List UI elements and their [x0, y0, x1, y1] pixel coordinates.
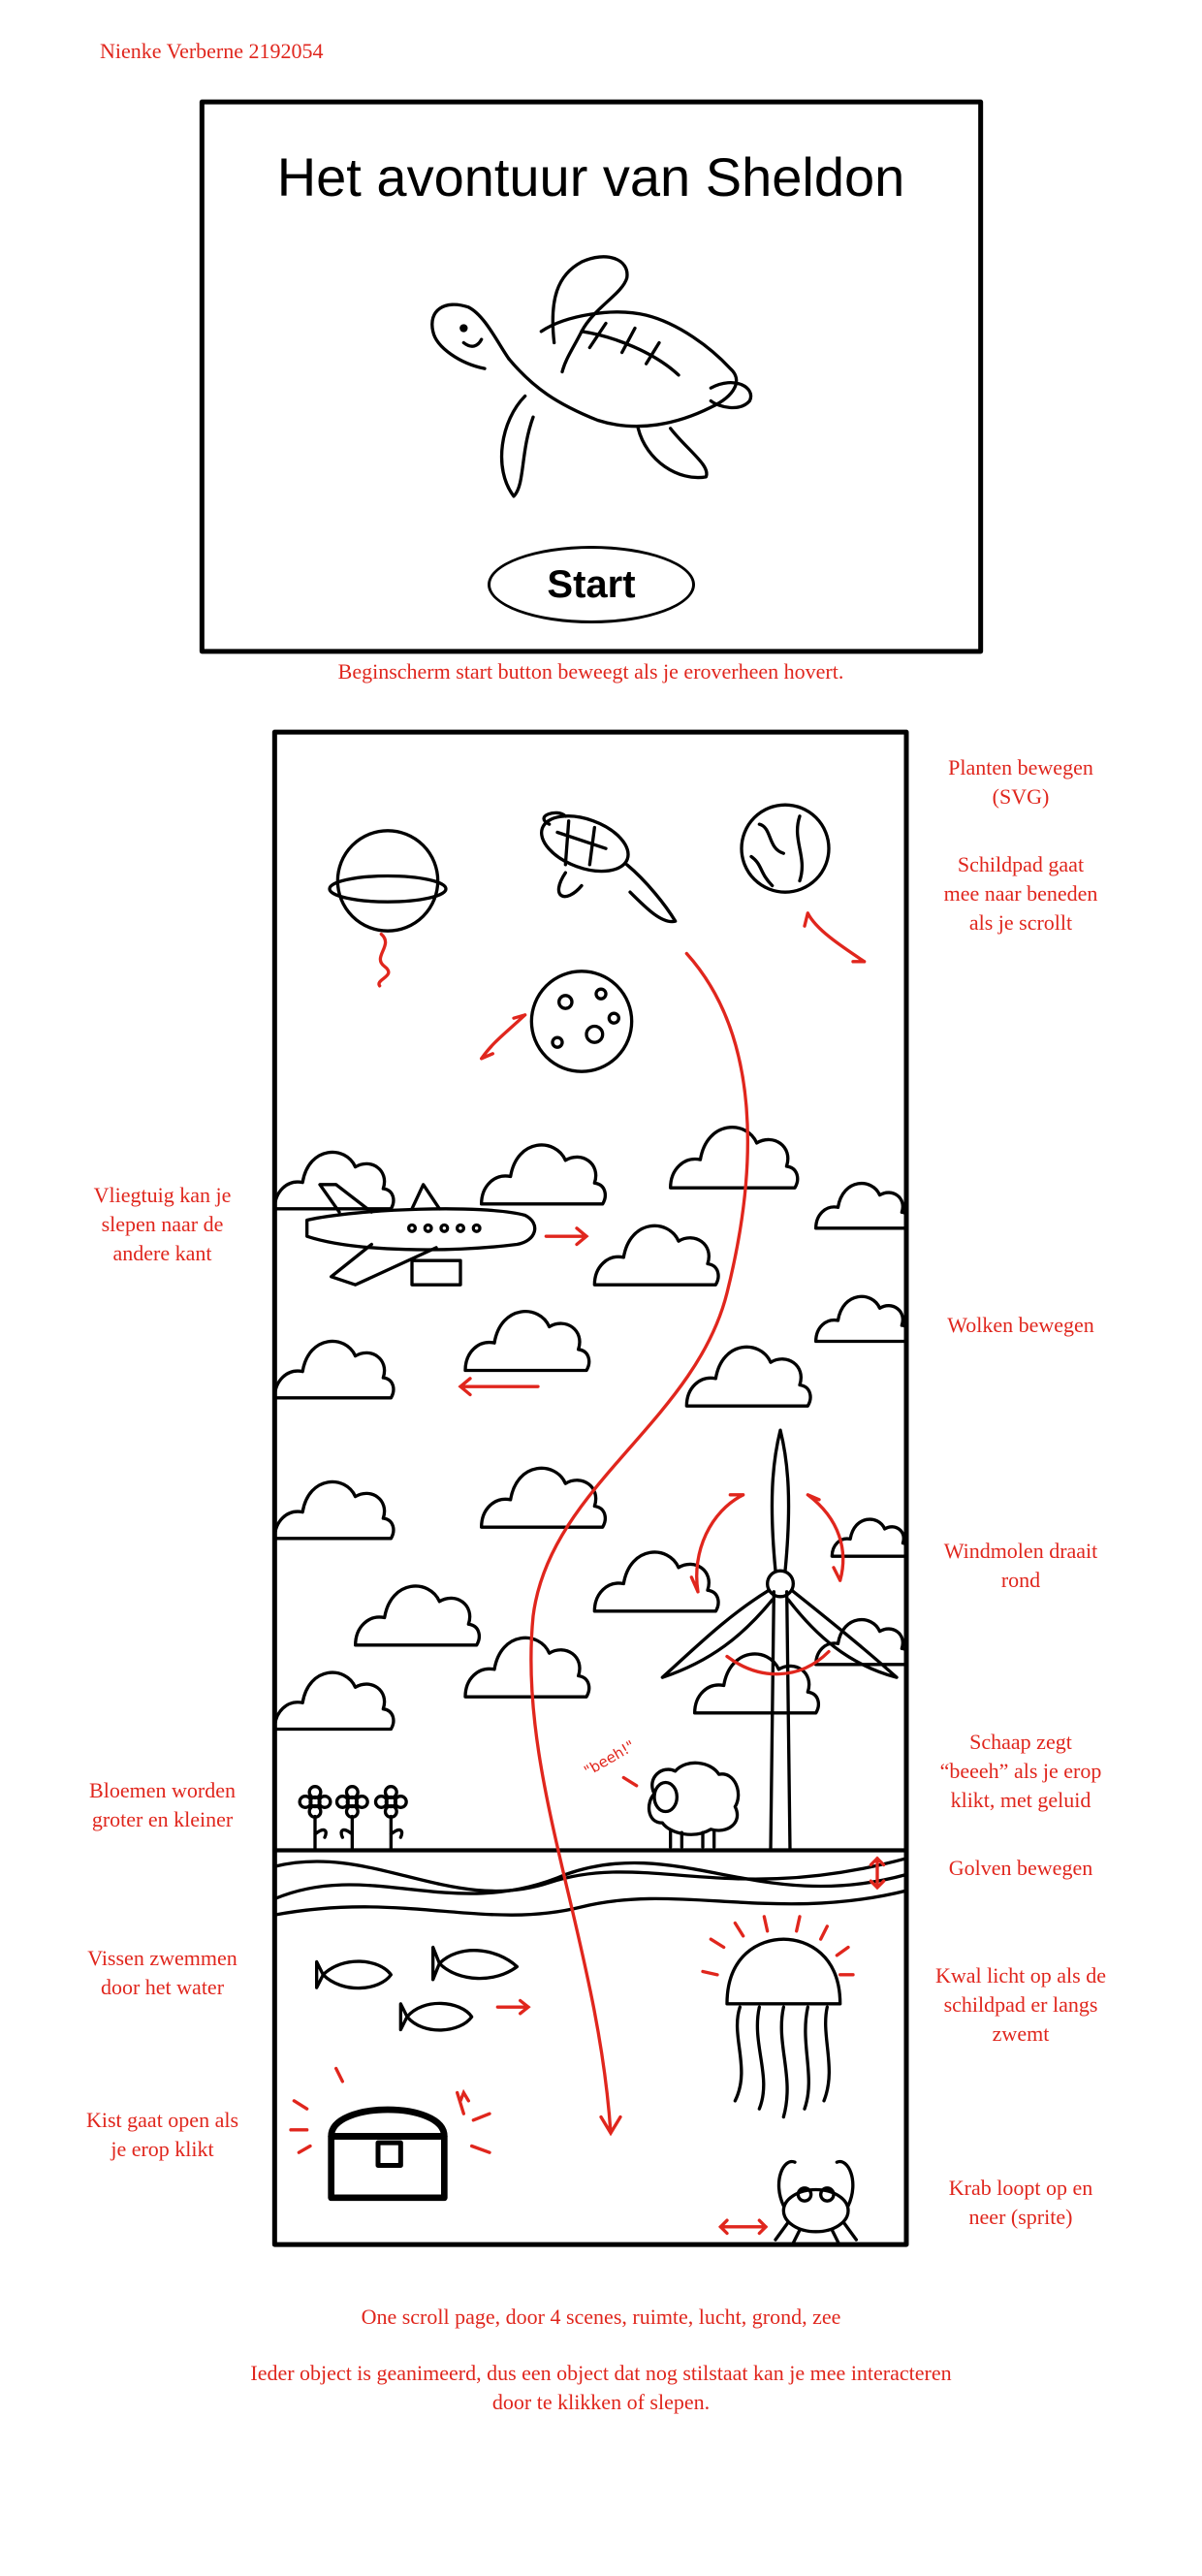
jellyfish-glow-lines [701, 1915, 855, 1977]
saturn-planet[interactable] [328, 829, 448, 933]
cloud [480, 1143, 607, 1206]
earth-planet[interactable] [740, 803, 831, 894]
note-jellyfish: Kwal licht op als de schildpad er langs … [935, 1963, 1106, 2046]
cloud [813, 1294, 906, 1344]
jellyfish[interactable] [725, 1937, 842, 2119]
note-chest: Kist gaat open als je erop klikt [85, 2108, 239, 2161]
chest-glow-lines [289, 2066, 491, 2154]
cloud [669, 1126, 800, 1190]
cloud [274, 1150, 395, 1211]
cloud [592, 1550, 720, 1613]
cloud [354, 1584, 481, 1647]
note-crab: Krab loopt op en neer (sprite) [948, 2176, 1093, 2229]
scroll-page-frame [271, 729, 909, 2247]
fish[interactable] [315, 1945, 519, 2032]
note-turtle: Schildpad gaat mee naar beneden als je s… [943, 852, 1098, 935]
sheep[interactable] [647, 1761, 741, 1849]
crab[interactable] [774, 2159, 858, 2246]
treasure-chest[interactable] [328, 2106, 448, 2202]
note-sheep: Schaap zegt “beeeh” als je erop klikt, m… [939, 1730, 1102, 1812]
cloud [274, 1479, 395, 1541]
cloud [592, 1224, 720, 1287]
note-waves: Golven bewegen [948, 1856, 1093, 1880]
cloud [463, 1310, 591, 1373]
note-windmill: Windmolen draait rond [943, 1539, 1098, 1592]
cloud [684, 1345, 812, 1408]
start-screen-frame [199, 99, 984, 654]
flowers[interactable] [298, 1785, 408, 1853]
author-label: Nienke Verberne 2192054 [100, 39, 324, 63]
cloud [830, 1517, 906, 1558]
cloud [463, 1636, 591, 1699]
turtle-illustration [430, 255, 753, 498]
windmill[interactable] [660, 1428, 899, 1853]
sheep-sound-label: "beeh!" [581, 1737, 638, 1780]
moon[interactable] [529, 970, 634, 1073]
footer-line-2: Ieder object is geanimeerd, dus een obje… [250, 2361, 952, 2414]
scroll-turtle[interactable] [534, 806, 678, 924]
cloud [480, 1466, 607, 1529]
waves [274, 1857, 906, 1917]
cloud [693, 1652, 820, 1715]
annotation-arrows [289, 911, 886, 2236]
cloud [813, 1181, 906, 1230]
note-flowers: Bloemen worden groter en kleiner [89, 1778, 236, 1831]
airplane[interactable] [305, 1183, 537, 1287]
cloud [274, 1339, 395, 1400]
start-screen-caption: Beginscherm start button beweegt als je … [337, 659, 844, 684]
page-title: Het avontuur van Sheldon [276, 146, 905, 207]
note-clouds: Wolken bewegen [947, 1313, 1094, 1337]
start-button[interactable]: Start [488, 546, 695, 623]
note-plants: Planten bewegen (SVG) [948, 755, 1093, 809]
note-fish: Vissen zwemmen door het water [87, 1946, 237, 1999]
scroll-path-arrow [529, 951, 749, 2137]
cloud [274, 1670, 395, 1732]
note-plane: Vliegtuig kan je slepen naar de andere k… [93, 1183, 232, 1265]
footer-line-1: One scroll page, door 4 scenes, ruimte, … [361, 2305, 841, 2329]
